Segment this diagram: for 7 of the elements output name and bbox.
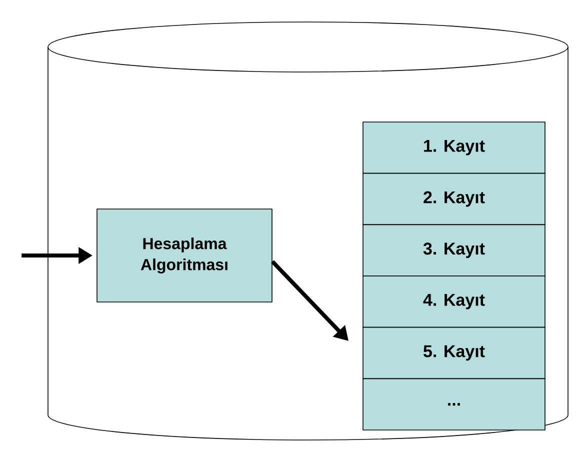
record-row: 2. Kayıt bbox=[362, 172, 546, 226]
record-row: 5. Kayıt bbox=[362, 326, 546, 380]
record-row: 4. Kayıt bbox=[362, 276, 546, 328]
record-row: ... bbox=[362, 378, 546, 430]
record-row: 1. Kayıt bbox=[362, 122, 546, 174]
record-row: 3. Kayıt bbox=[362, 224, 546, 276]
algorithm-box: Hesaplama Algoritması bbox=[96, 208, 272, 302]
